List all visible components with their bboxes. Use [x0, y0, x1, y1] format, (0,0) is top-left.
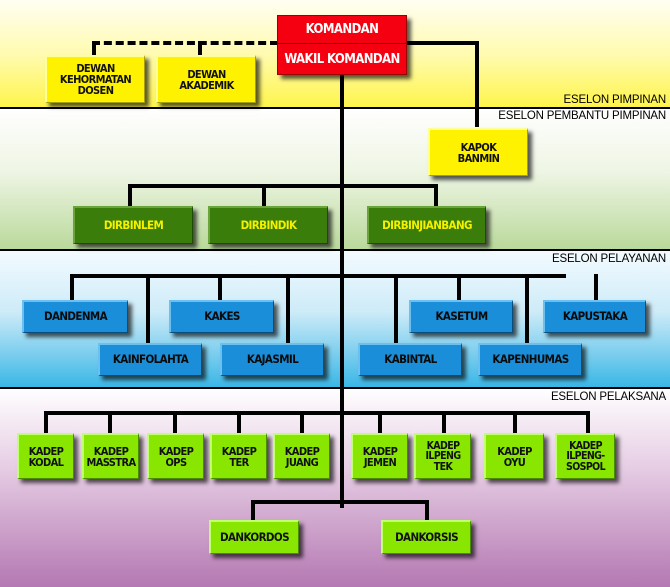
- connector: [262, 184, 266, 206]
- dewan-kehormatan-dosen-box[interactable]: DEWAN KEHORMATAN DOSEN: [45, 55, 145, 103]
- separator: [0, 387, 670, 389]
- kadep-jemen-box[interactable]: KADEP JEMEN: [351, 433, 408, 479]
- kakes-box[interactable]: KAKES: [169, 300, 274, 333]
- komandan-label: KOMANDAN: [305, 22, 379, 37]
- connector-trunk: [340, 74, 344, 508]
- connector: [173, 411, 177, 433]
- dewan-akademik-box[interactable]: DEWAN AKADEMIK: [156, 55, 256, 103]
- kadep-masstra-box[interactable]: KADEP MASSTRA: [82, 433, 139, 479]
- label-eselon-pelayanan: ESELON PELAYANAN: [552, 253, 666, 265]
- separator: [0, 107, 670, 109]
- kadep-juang-box[interactable]: KADEP JUANG: [273, 433, 330, 479]
- kabintal-box[interactable]: KABINTAL: [358, 343, 462, 376]
- kadep-ilpeng-tek-box[interactable]: KADEP ILPENG TEK: [414, 433, 471, 479]
- kadep-kodal-box[interactable]: KADEP KODAL: [17, 433, 74, 479]
- connector: [434, 184, 438, 206]
- connector: [237, 411, 241, 433]
- label-eselon-pembantu-pimpinan: ESELON PEMBANTU PIMPINAN: [498, 110, 666, 122]
- connector: [457, 274, 461, 300]
- kadep-ter-box[interactable]: KADEP TER: [210, 433, 267, 479]
- connector: [378, 411, 382, 433]
- label-eselon-pelaksana: ESELON PELAKSANA: [550, 391, 666, 403]
- connector: [286, 274, 290, 346]
- kapok-banmin-box[interactable]: KAPOK BANMIN: [428, 128, 528, 176]
- dandenma-box[interactable]: DANDENMA: [22, 300, 128, 333]
- connector: [128, 184, 438, 188]
- connector: [146, 274, 150, 346]
- dirbindik-box[interactable]: DIRBINDIK: [208, 206, 328, 244]
- kadep-ilpeng-sospol-box[interactable]: KADEP ILPENG- SOSPOL: [555, 433, 615, 479]
- connector: [406, 41, 476, 45]
- connector: [108, 411, 112, 433]
- wakil-komandan-label: WAKIL KOMANDAN: [284, 52, 400, 67]
- band-eselon-pelaksana: [0, 388, 670, 587]
- connector: [300, 411, 304, 433]
- connector: [251, 500, 429, 504]
- label-eselon-pimpinan: ESELON PIMPINAN: [563, 94, 667, 106]
- connector: [218, 274, 222, 300]
- separator: [0, 249, 670, 251]
- divider: [278, 43, 406, 44]
- connector: [594, 274, 598, 300]
- dankordos-box[interactable]: DANKORDOS: [209, 520, 299, 554]
- kapustaka-box[interactable]: KAPUSTAKA: [543, 300, 646, 333]
- connector: [198, 41, 202, 55]
- komandan-box[interactable]: KOMANDAN WAKIL KOMANDAN: [277, 15, 407, 75]
- connector: [586, 411, 590, 433]
- kasetum-box[interactable]: KASETUM: [409, 300, 513, 333]
- connector: [425, 500, 429, 520]
- kainfolahta-box[interactable]: KAINFOLAHTA: [98, 343, 202, 376]
- dankorsis-box[interactable]: DANKORSIS: [381, 520, 471, 554]
- dirbinlem-box[interactable]: DIRBINLEM: [73, 206, 193, 244]
- connector: [251, 500, 255, 520]
- connector-dashed-councils: [92, 41, 278, 45]
- connector: [394, 274, 398, 346]
- connector: [70, 274, 74, 300]
- kapenhumas-box[interactable]: KAPENHUMAS: [478, 343, 582, 376]
- connector: [442, 411, 446, 433]
- connector: [475, 41, 479, 127]
- kadep-ops-box[interactable]: KADEP OPS: [147, 433, 204, 479]
- dirbinjianbang-box[interactable]: DIRBINJIANBANG: [367, 206, 486, 244]
- connector: [92, 41, 96, 55]
- connector: [44, 411, 48, 433]
- connector: [70, 274, 566, 278]
- connector: [44, 411, 590, 415]
- kadep-oyu-box[interactable]: KADEP OYU: [484, 433, 544, 479]
- kajasmil-box[interactable]: KAJASMIL: [220, 343, 324, 376]
- connector: [525, 274, 529, 346]
- connector: [128, 184, 132, 206]
- connector: [513, 411, 517, 433]
